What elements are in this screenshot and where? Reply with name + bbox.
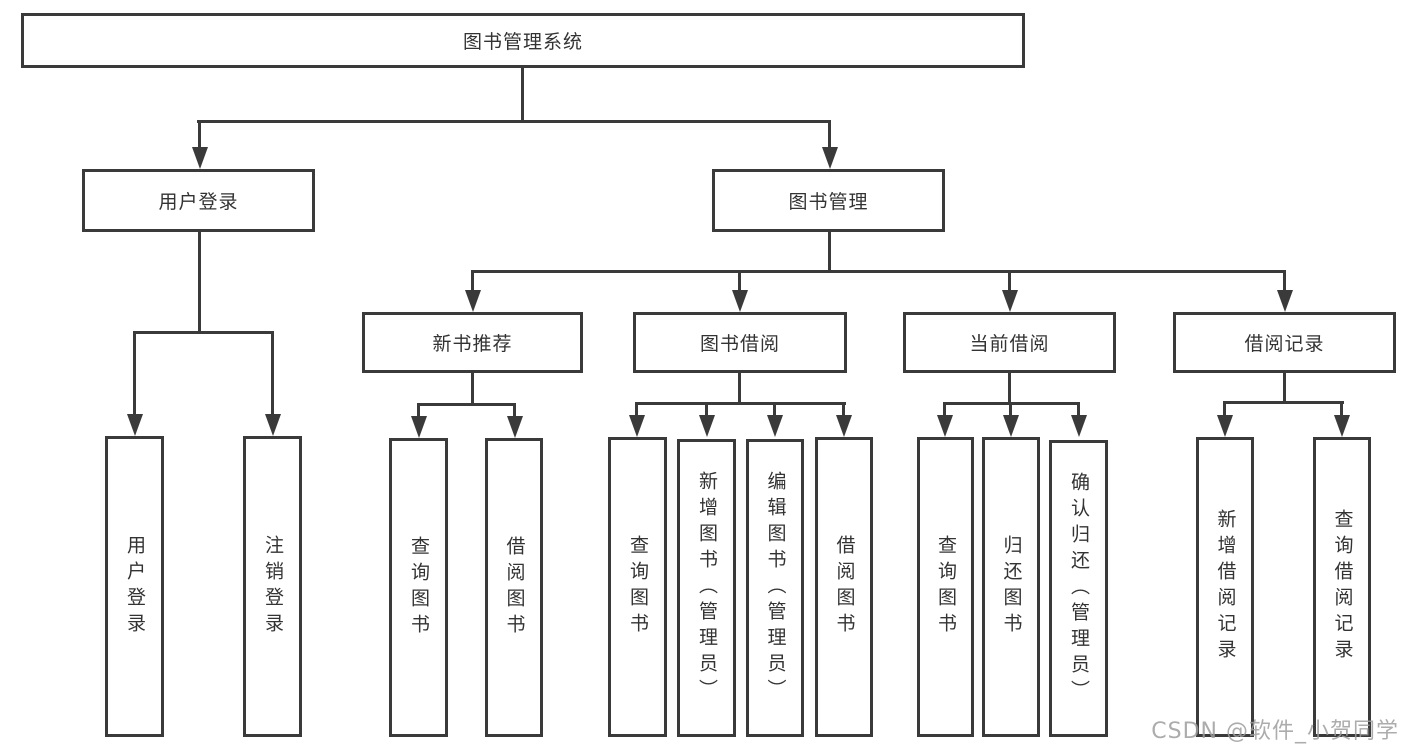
arrowhead-icon [767,415,783,437]
connector-to-current-borrow [1008,270,1011,290]
leaf-edit-books-admin: 编辑图书（管理员） [746,439,804,737]
leaf-return-books: 归还图书 [982,437,1040,737]
arrowhead-icon [1217,415,1233,437]
leaf-logout-login: 注销登录 [243,436,302,737]
arrowhead-icon [411,416,427,438]
connector-new-book-stem [471,373,474,406]
csdn-watermark: CSDN @软件_小贺同学 [1151,719,1399,744]
connector-leaf [1340,401,1343,415]
connector-new-book-rail [417,403,516,406]
connector-to-user-login [198,120,201,148]
arrowhead-icon [629,415,645,437]
connector-to-leaf-user-login [133,331,136,414]
connector-leaf [842,402,845,415]
connector-leaf [417,403,420,416]
leaf-user-login: 用户登录 [105,436,164,737]
arrowhead-icon [1003,415,1019,437]
node-current-borrow: 当前借阅 [903,312,1116,373]
node-user-login: 用户登录 [82,169,315,232]
connector-leaf [1077,402,1080,415]
arrowhead-icon [732,290,748,312]
leaf-query-books-current: 查询图书 [917,437,974,737]
connector-book-management-rail [471,270,1286,273]
connector-leaf [635,402,638,415]
connector-current-borrow-stem [1008,373,1011,405]
connector-to-leaf-logout [271,331,274,414]
connector-book-management-stem [828,232,831,273]
connector-book-borrow-rail [635,402,846,405]
leaf-query-books-borrow: 查询图书 [608,437,667,737]
arrowhead-icon [127,414,143,436]
node-borrow-records: 借阅记录 [1173,312,1396,373]
connector-user-login-rail [133,331,274,334]
connector-leaf [513,403,516,416]
leaf-add-books-admin: 新增图书（管理员） [677,439,736,737]
arrowhead-icon [1071,415,1087,437]
connector-leaf [1009,402,1012,415]
arrowhead-icon [937,415,953,437]
leaf-borrow-books: 借阅图书 [815,437,873,737]
connector-to-new-book-recommend [471,270,474,290]
arrowhead-icon [699,415,715,437]
node-book-borrow: 图书借阅 [633,312,847,373]
arrowhead-icon [1277,290,1293,312]
connector-leaf [773,402,776,415]
connector-borrow-records-stem [1283,373,1286,404]
arrowhead-icon [507,416,523,438]
arrowhead-icon [1002,290,1018,312]
leaf-query-borrow-record: 查询借阅记录 [1313,437,1371,737]
arrowhead-icon [836,415,852,437]
arrowhead-icon [822,147,838,169]
connector-book-borrow-stem [738,373,741,405]
connector-root-stem [521,68,524,122]
leaf-add-borrow-record: 新增借阅记录 [1196,437,1254,737]
node-new-book-recommend: 新书推荐 [362,312,583,373]
leaf-query-books-recommend: 查询图书 [389,438,448,737]
arrowhead-icon [265,414,281,436]
connector-user-login-stem [198,232,201,334]
connector-to-book-borrow [738,270,741,290]
connector-borrow-records-rail [1223,401,1344,404]
arrowhead-icon [465,290,481,312]
connector-root-rail [197,120,831,123]
leaf-borrow-books-recommend: 借阅图书 [485,438,543,737]
connector-leaf [943,402,946,415]
leaf-confirm-return-admin: 确认归还（管理员） [1049,440,1108,737]
node-library-management-system: 图书管理系统 [21,13,1025,68]
connector-leaf [1223,401,1226,415]
connector-leaf [705,402,708,415]
node-book-management: 图书管理 [712,169,945,232]
arrowhead-icon [1334,415,1350,437]
arrowhead-icon [192,147,208,169]
connector-to-book-management [828,120,831,148]
connector-to-borrow-records [1283,270,1286,290]
